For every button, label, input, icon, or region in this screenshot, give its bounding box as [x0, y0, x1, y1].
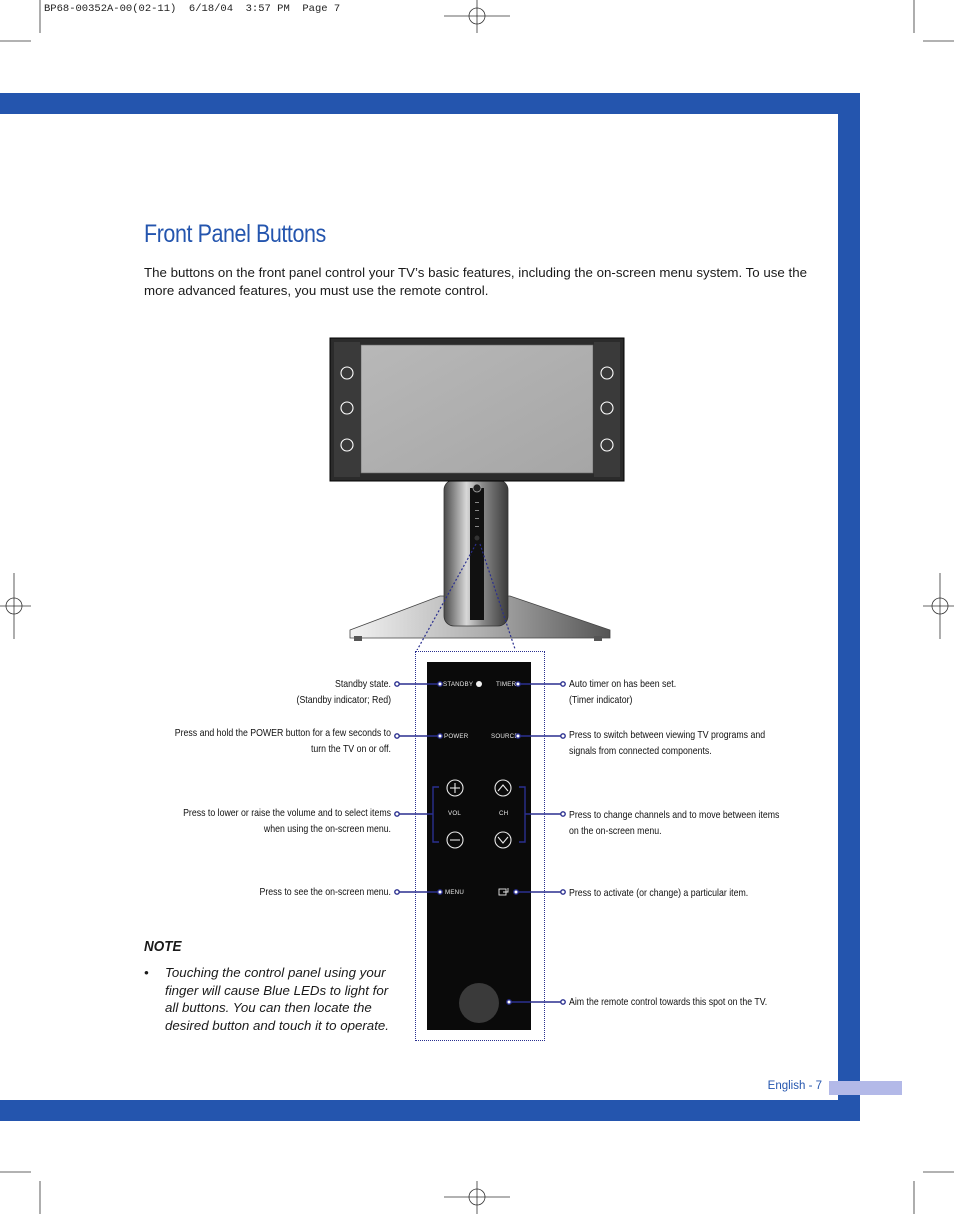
remote-sensor [459, 983, 499, 1023]
tv-foot-left [354, 636, 362, 641]
ch-label: CH [499, 810, 509, 817]
plus-icon [446, 779, 464, 797]
vol-label: VOL [448, 810, 461, 817]
tv-foot-right [594, 636, 602, 641]
power-callout: Press and hold the POWER button for a fe… [174, 728, 391, 755]
registration-mark-top [444, 0, 510, 33]
minus-icon [446, 831, 464, 849]
timer-label: TIMER [496, 681, 517, 688]
remote-callout: Aim the remote control towards this spot… [569, 997, 768, 1008]
menu-callout: Press to see the on-screen menu. [259, 887, 391, 898]
vol-ch-controls [446, 779, 512, 849]
top-border-band [0, 93, 860, 114]
speaker-left [334, 342, 360, 477]
page-number: English - 7 [767, 1080, 822, 1092]
registration-mark-right [923, 573, 954, 639]
tv-remote-sensor-small [474, 535, 480, 541]
printer-slug: BP68-00352A-00(02-11) 6/18/04 3:57 PM Pa… [44, 3, 341, 15]
tv-screen [360, 344, 594, 474]
intro-paragraph: The buttons on the front panel control y… [144, 265, 808, 298]
menu-button[interactable]: MENU [445, 889, 465, 896]
registration-mark-left [0, 573, 31, 639]
vol-callout: Press to lower or raise the volume and t… [183, 808, 391, 835]
power-button[interactable]: POWER [444, 733, 469, 740]
speaker-right [594, 342, 620, 477]
note-bullet: • [144, 965, 149, 980]
enter-callout: Press to activate (or change) a particul… [569, 888, 749, 899]
tv-control-strip [470, 488, 484, 620]
footer-tab [829, 1081, 902, 1095]
chevron-down-icon [494, 831, 512, 849]
timer-callout: Auto timer on has been set.(Timer indica… [569, 679, 677, 706]
ch-callout: Press to change channels and to move bet… [569, 810, 780, 837]
page-title: Front Panel Buttons [144, 220, 326, 248]
chevron-up-icon [494, 779, 512, 797]
standby-led [476, 681, 482, 687]
note-title: NOTE [144, 938, 182, 955]
zoom-frame [415, 651, 545, 1041]
standby-callout: Standby state.(Standby indicator; Red) [296, 679, 391, 706]
standby-label: STANDBY [443, 681, 474, 688]
bottom-border-band [0, 1100, 860, 1121]
control-panel [427, 662, 531, 1030]
enter-icon[interactable] [498, 887, 510, 897]
right-border-band [838, 93, 860, 1121]
source-button[interactable]: SOURCE [491, 733, 519, 740]
tv-illustration [329, 337, 625, 650]
registration-mark-bottom [444, 1181, 510, 1214]
note-text: Touching the control panel using your fi… [165, 965, 389, 1033]
source-callout: Press to switch between viewing TV progr… [569, 730, 766, 757]
